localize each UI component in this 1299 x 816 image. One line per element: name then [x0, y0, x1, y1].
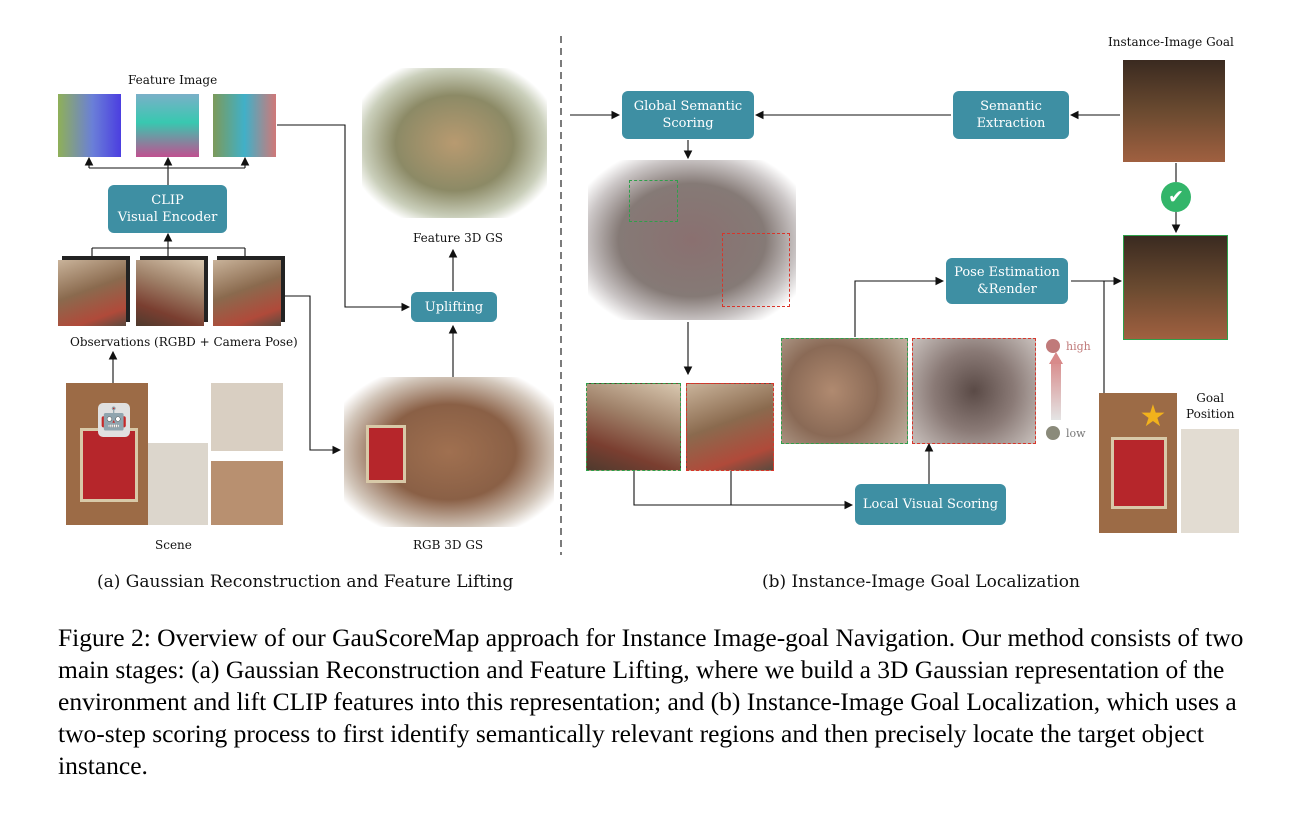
- check-circle-icon: ✔: [1161, 182, 1191, 212]
- clip-visual-encoder-box: CLIP Visual Encoder: [108, 185, 227, 233]
- semantic-score-map: [588, 160, 796, 320]
- rgb-3d-gs-image: [344, 377, 554, 527]
- robot-icon: 🤖: [98, 403, 130, 437]
- observation-image-1: [58, 260, 126, 326]
- candidate-crop-green: [586, 383, 681, 471]
- feature-3d-gs-label: Feature 3D GS: [413, 231, 504, 245]
- observation-image-3: [213, 260, 281, 326]
- goal-position-map: [1099, 393, 1239, 533]
- global-semantic-scoring-box: Global Semantic Scoring: [622, 91, 754, 139]
- render-crop-red: [912, 338, 1036, 444]
- semantic-extraction-box: Semantic Extraction: [953, 91, 1069, 139]
- subtitle-a: (a) Gaussian Reconstruction and Feature …: [97, 572, 514, 592]
- render-crop-green: [781, 338, 908, 444]
- figure-caption: Figure 2: Overview of our GauScoreMap ap…: [58, 623, 1244, 780]
- star-icon: ★: [1139, 399, 1167, 434]
- relevant-region-red: [722, 233, 790, 307]
- feature-image-3: [213, 94, 276, 157]
- score-low-label: low: [1066, 427, 1086, 440]
- feature-3d-gs-image: [362, 68, 547, 218]
- observation-image-2: [136, 260, 204, 326]
- rgb-3d-gs-label: RGB 3D GS: [413, 538, 484, 552]
- feature-image-2: [136, 94, 199, 157]
- score-high-label: high: [1066, 340, 1091, 353]
- observations-label: Observations (RGBD + Camera Pose): [70, 335, 298, 349]
- feature-image-label: Feature Image: [128, 73, 218, 87]
- instance-image-goal-label: Instance-Image Goal: [1108, 35, 1234, 49]
- scene-image: [66, 383, 283, 525]
- candidate-crop-red: [686, 383, 774, 471]
- relevant-region-green: [629, 180, 678, 222]
- pose-estimation-render-box: Pose Estimation &Render: [946, 258, 1068, 304]
- uplifting-box: Uplifting: [411, 292, 497, 322]
- instance-image-goal: [1123, 60, 1225, 162]
- rendered-goal-image: [1123, 235, 1228, 340]
- feature-image-1: [58, 94, 121, 157]
- local-visual-scoring-box: Local Visual Scoring: [855, 484, 1006, 525]
- scene-label: Scene: [155, 538, 192, 552]
- goal-position-label: Goal Position: [1186, 391, 1235, 421]
- subtitle-b: (b) Instance-Image Goal Localization: [762, 572, 1080, 592]
